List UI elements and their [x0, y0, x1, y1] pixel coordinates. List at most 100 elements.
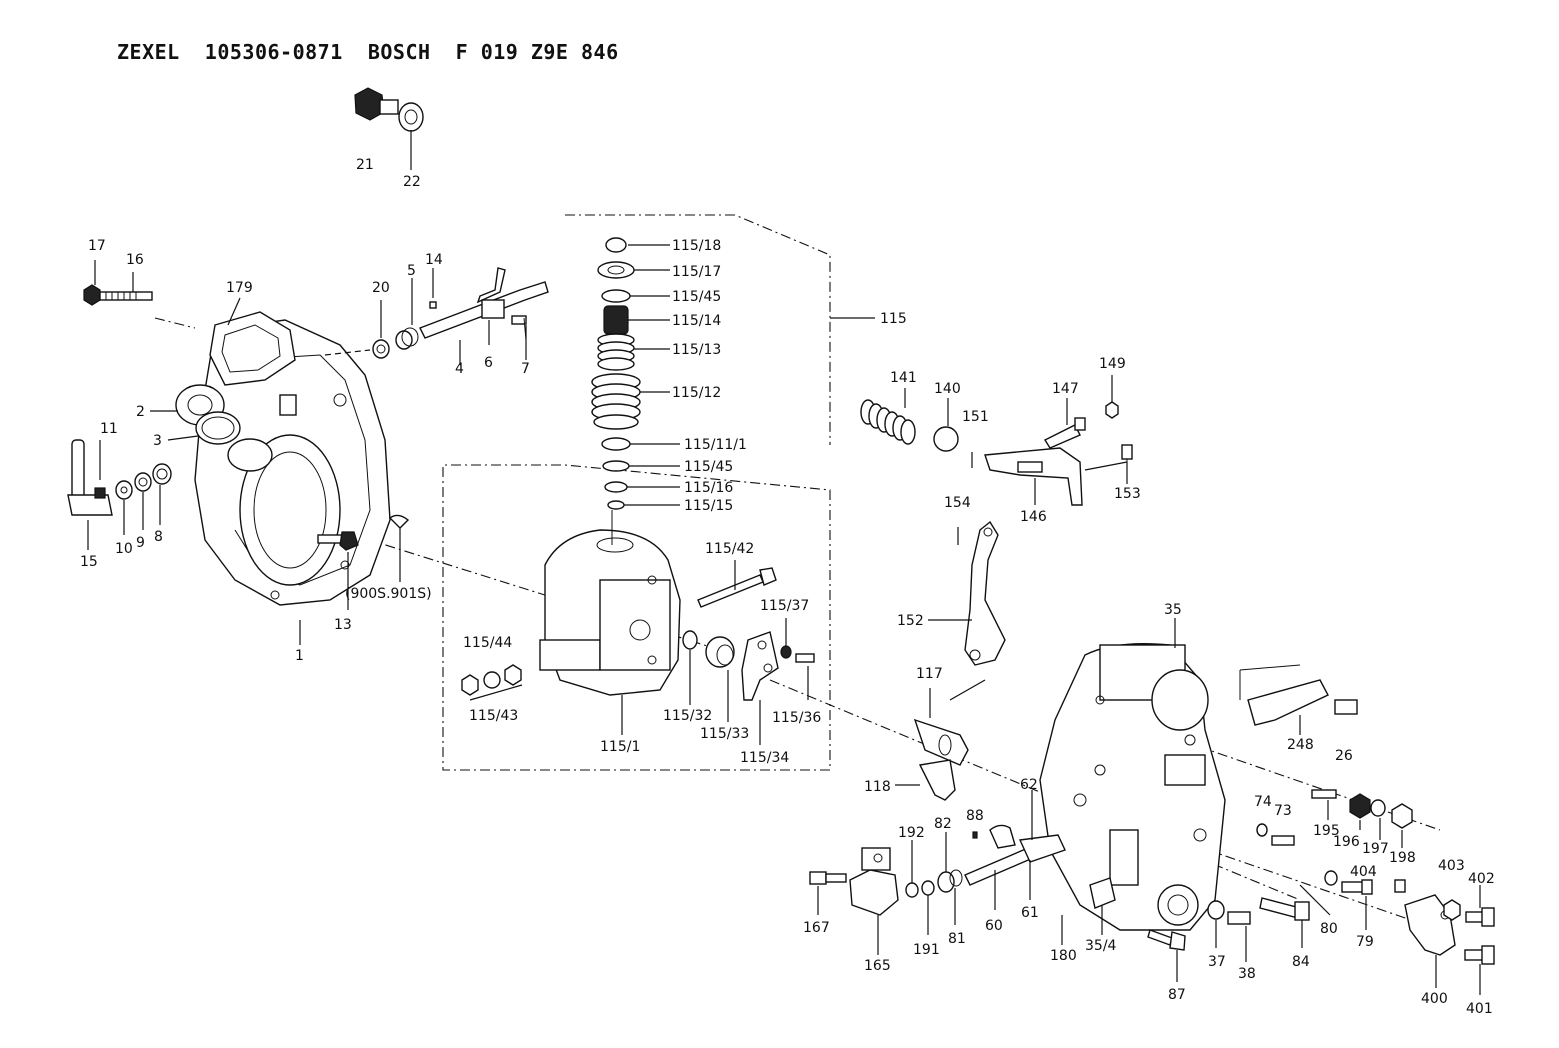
label-115-43: 115/43: [469, 708, 518, 724]
label-16: 16: [126, 252, 144, 268]
seat-part-115-11-1: [601, 437, 631, 451]
label-115-37: 115/37: [760, 598, 809, 614]
label-115-44: 115/44: [463, 635, 512, 651]
bolt-part-115-42: [697, 567, 777, 608]
label-115-36: 115/36: [772, 710, 821, 726]
label-191: 191: [913, 942, 940, 958]
lever-part-61: [1018, 834, 1066, 863]
screw-part-401: [1464, 945, 1495, 965]
label-152: 152: [897, 613, 924, 629]
label-4: 4: [455, 361, 464, 377]
label-115-17: 115/17: [672, 264, 721, 280]
label-146: 146: [1020, 509, 1047, 525]
label-400: 400: [1421, 991, 1448, 1007]
label-6: 6: [484, 355, 493, 371]
nut-part-149: [1105, 401, 1119, 419]
label-10: 10: [115, 541, 133, 557]
label-26: 26: [1335, 748, 1353, 764]
lever-part-15: [67, 439, 113, 516]
label-22: 22: [403, 174, 421, 190]
washer-part-191: [921, 880, 935, 896]
screw-part-115-37: [780, 645, 792, 659]
axis-line-governor: [769, 679, 1301, 901]
plug-part-21: [354, 87, 399, 121]
washer-part-192: [905, 882, 919, 898]
label-180: 180: [1050, 948, 1077, 964]
axis-line-bolt16: [154, 317, 196, 329]
washer-part-197: [1370, 799, 1386, 817]
label-115: 115: [880, 311, 907, 327]
label-14: 14: [425, 252, 443, 268]
bushing-part-61: [989, 824, 1016, 849]
label-5: 5: [407, 263, 416, 279]
label-9: 9: [136, 535, 145, 551]
label-115-12: 115/12: [672, 385, 721, 401]
washer-part-115-32: [682, 630, 698, 650]
label-197: 197: [1362, 841, 1389, 857]
screw-part-84: [1259, 897, 1310, 921]
label-179: 179: [226, 280, 253, 296]
label-196: 196: [1333, 834, 1360, 850]
label-80: 80: [1320, 921, 1338, 937]
lever-part-152: [964, 520, 1006, 666]
bracket-part-118: [918, 759, 956, 801]
washer-part-10: [115, 480, 133, 500]
screw-part-73: [1271, 835, 1295, 846]
label-3: 3: [153, 433, 162, 449]
bolt-part-248: [1334, 699, 1358, 715]
screw-part-195: [1311, 789, 1337, 799]
label-115-18: 115/18: [672, 238, 721, 254]
label-17: 17: [88, 238, 106, 254]
label-35: 35: [1164, 602, 1182, 618]
label-115-42: 115/42: [705, 541, 754, 557]
pin-part-88: [972, 831, 978, 839]
label-20: 20: [372, 280, 390, 296]
shim-part-115-45-lower: [602, 460, 630, 472]
bushing-part-115-33: [705, 636, 735, 668]
label-115-16: 115/16: [684, 480, 733, 496]
label-79: 79: [1356, 934, 1374, 950]
screw-part-403: [1394, 879, 1406, 893]
label-84: 84: [1292, 954, 1310, 970]
label-115-13: 115/13: [672, 342, 721, 358]
label-1: 1: [295, 648, 304, 664]
washer-part-8: [152, 463, 172, 485]
label-82: 82: [934, 816, 952, 832]
label-165: 165: [864, 958, 891, 974]
label-115-33: 115/33: [700, 726, 749, 742]
label-38: 38: [1238, 966, 1256, 982]
label-61: 61: [1021, 905, 1039, 921]
label-167: 167: [803, 920, 830, 936]
label-7: 7: [521, 361, 530, 377]
screw-part-402: [1465, 907, 1495, 927]
label-195: 195: [1313, 823, 1340, 839]
gasket-part-179: [209, 311, 296, 386]
washer-part-9: [134, 472, 152, 492]
washer-part-403: [1443, 899, 1461, 921]
screw-part-167: [809, 871, 847, 885]
screw-part-115-36: [795, 653, 815, 663]
bolt-part-16: [99, 291, 153, 301]
bracket-part-165: [849, 847, 899, 916]
screw-part-13: [317, 531, 359, 551]
ring-part-115-16: [604, 481, 628, 493]
lever-part-146: [984, 447, 1083, 506]
plate-part-35-4: [1089, 877, 1116, 909]
label-73: 73: [1274, 803, 1292, 819]
label-900s-901s: (900S.901S): [345, 586, 432, 602]
label-141: 141: [890, 370, 917, 386]
axis-line-shaft: [324, 349, 371, 356]
washer-part-74: [1256, 823, 1268, 837]
label-115-34: 115/34: [740, 750, 789, 766]
bracket-part-248: [1239, 664, 1329, 726]
nut-part-17: [83, 284, 101, 306]
label-198: 198: [1389, 850, 1416, 866]
label-248: 248: [1287, 737, 1314, 753]
label-403: 403: [1438, 858, 1465, 874]
cover-part-35: [1039, 643, 1226, 931]
bolt-part-87: [1147, 929, 1186, 951]
o-ring-part-3: [195, 411, 241, 445]
label-115-45-upper: 115/45: [672, 289, 721, 305]
bushing-part-196: [1349, 793, 1371, 819]
